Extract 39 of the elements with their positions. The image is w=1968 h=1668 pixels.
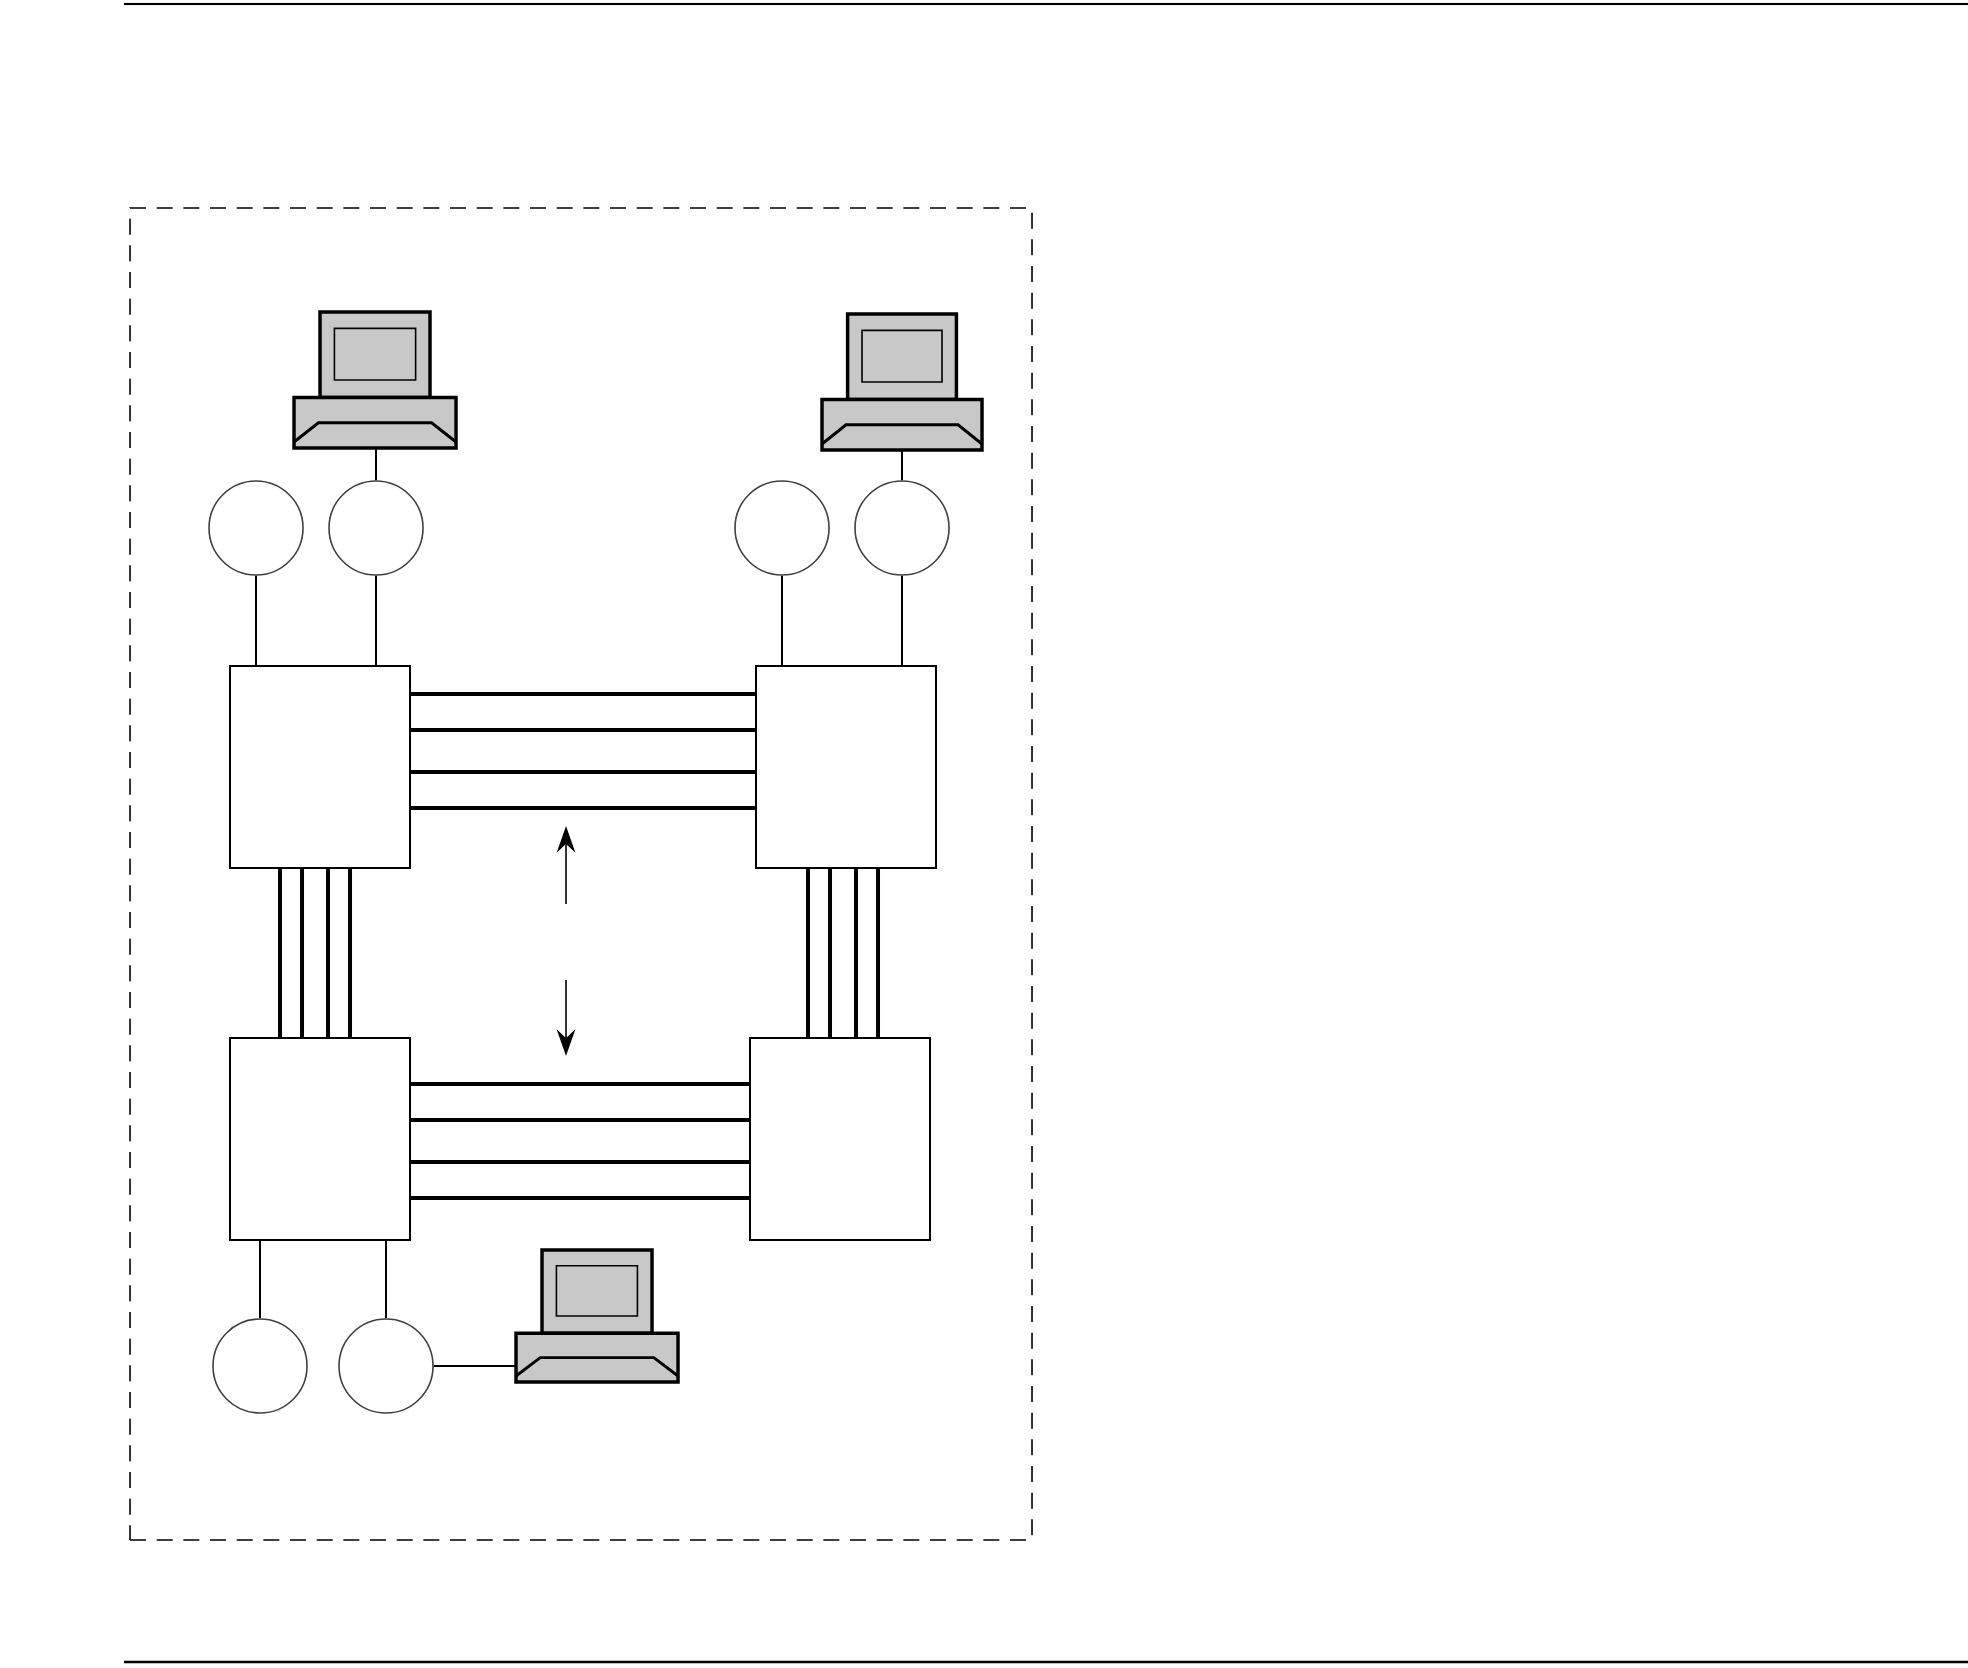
connector-line: [854, 869, 858, 1037]
connector-line: [348, 869, 352, 1037]
connector-line: [411, 1196, 749, 1200]
connector-line: [901, 574, 903, 666]
connector-line: [781, 574, 783, 666]
connector-line: [411, 728, 755, 732]
box: [229, 1037, 411, 1241]
connector-line: [901, 449, 903, 482]
connector-line: [828, 869, 832, 1037]
box: [229, 665, 411, 869]
connector-line: [411, 806, 755, 810]
circle: [328, 480, 424, 576]
connector-line: [326, 869, 330, 1037]
computer-drawing: [292, 310, 458, 450]
connector-line: [411, 1160, 749, 1164]
box: [749, 1037, 931, 1241]
circle: [854, 480, 950, 576]
connector-line: [375, 447, 377, 482]
connector-line: [411, 770, 755, 774]
boundary-box: [129, 207, 1033, 1541]
connector-line: [876, 869, 880, 1037]
connector-line: [278, 869, 282, 1037]
connector-line: [411, 1082, 749, 1086]
computer-drawing: [514, 1248, 680, 1384]
circle: [208, 480, 304, 576]
connector-line: [411, 1118, 749, 1122]
circle: [734, 480, 830, 576]
connector-line: [300, 869, 304, 1037]
connector-line: [411, 692, 755, 696]
connector-line: [259, 1240, 261, 1320]
connector-line: [255, 574, 257, 666]
circle: [338, 1318, 434, 1414]
box: [755, 665, 937, 869]
computer-drawing: [820, 312, 984, 452]
circle: [212, 1318, 308, 1414]
connector-line: [806, 869, 810, 1037]
connector-line: [385, 1240, 387, 1320]
connector-line: [375, 574, 377, 666]
connector-line: [432, 1365, 517, 1367]
